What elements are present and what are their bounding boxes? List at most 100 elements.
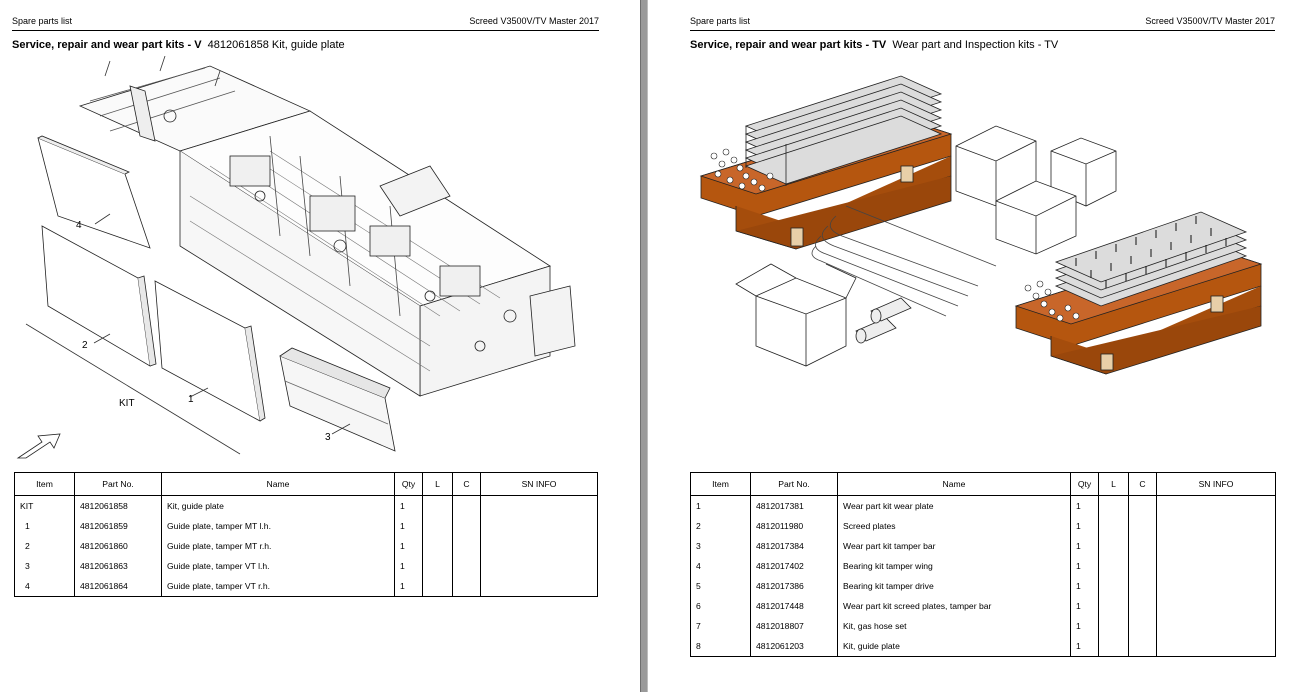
cell-item: 6 (690, 596, 751, 616)
cell-item: 2 (14, 536, 75, 556)
guide-plate-1 (154, 280, 261, 422)
title-section: Service, repair and wear part kits - V (12, 39, 202, 51)
callout-3: 3 (325, 432, 331, 443)
cell-item: 2 (690, 516, 751, 536)
col-header-qty: Qty (1070, 472, 1099, 496)
cell-part-no: 4812017448 (750, 596, 838, 616)
cell-sn-info (480, 495, 598, 516)
cell-qty: 1 (1070, 636, 1099, 657)
cell-item: 8 (690, 636, 751, 657)
cell-c (452, 536, 481, 556)
col-header-sn-info: SN INFO (480, 472, 598, 496)
cell-part-no: 4812017384 (750, 536, 838, 556)
cell-name: Guide plate, tamper VT r.h. (161, 576, 395, 597)
cell-qty: 1 (394, 495, 423, 516)
cell-qty: 1 (1070, 516, 1099, 536)
cell-name: Kit, guide plate (837, 636, 1071, 657)
col-header-sn-info: SN INFO (1156, 472, 1276, 496)
col-header-l: L (1098, 472, 1129, 496)
callout-1: 1 (188, 394, 194, 405)
guide-plate-4 (37, 137, 151, 249)
cell-part-no: 4812061864 (74, 576, 162, 597)
col-header-item: Item (690, 472, 751, 496)
cell-part-no: 4812061858 (74, 495, 162, 516)
cell-item: 1 (14, 516, 75, 536)
cell-sn-info (1156, 636, 1276, 657)
callout-4: 4 (76, 220, 82, 231)
cell-sn-info (1156, 596, 1276, 616)
cardboard-boxes (735, 125, 1117, 367)
cell-l (1098, 516, 1129, 536)
cell-part-no: 4812017386 (750, 576, 838, 596)
cell-name: Bearing kit tamper drive (837, 576, 1071, 596)
callout-kit: KIT (119, 398, 135, 409)
cell-l (1098, 495, 1129, 516)
cell-sn-info (480, 576, 598, 597)
cell-qty: 1 (1070, 596, 1099, 616)
page-header: Spare parts list Screed V3500V/TV Master… (12, 14, 599, 31)
cell-c (452, 556, 481, 576)
cell-c (1128, 636, 1157, 657)
header-doc-type: Spare parts list (690, 16, 751, 26)
title-kit: Wear part and Inspection kits - TV (892, 39, 1059, 51)
cell-c (1128, 596, 1157, 616)
pallet-wear-plates (699, 75, 953, 250)
cell-sn-info (1156, 536, 1276, 556)
cell-part-no: 4812017381 (750, 495, 838, 516)
cell-qty: 1 (1070, 576, 1099, 596)
cell-sn-info (480, 536, 598, 556)
col-header-c: C (452, 472, 481, 496)
cell-c (452, 516, 481, 536)
cell-item: 3 (690, 536, 751, 556)
cell-part-no: 4812017402 (750, 556, 838, 576)
cell-sn-info (1156, 616, 1276, 636)
title-section: Service, repair and wear part kits - TV (690, 39, 887, 51)
cell-sn-info (480, 556, 598, 576)
cell-qty: 1 (1070, 616, 1099, 636)
left-page: Spare parts list Screed V3500V/TV Master… (0, 0, 640, 692)
cell-c (1128, 516, 1157, 536)
page-divider (640, 0, 648, 692)
cell-qty: 1 (394, 536, 423, 556)
guide-plate-exploded-drawing: 4 2 1 3 KIT (16, 56, 576, 459)
col-header-l: L (422, 472, 453, 496)
guide-plate-2 (41, 225, 151, 367)
cell-item: KIT (14, 495, 75, 516)
header-model: Screed V3500V/TV Master 2017 (469, 16, 599, 26)
cell-part-no: 4812061859 (74, 516, 162, 536)
cell-part-no: 4812061863 (74, 556, 162, 576)
direction-arrow (16, 433, 61, 459)
tamper-bars (855, 297, 912, 344)
cell-part-no: 4812061860 (74, 536, 162, 556)
col-header-part-no: Part No. (74, 472, 162, 496)
pallet-screed-plates (1014, 211, 1263, 375)
cell-sn-info (1156, 516, 1276, 536)
cell-l (422, 495, 453, 516)
header-model: Screed V3500V/TV Master 2017 (1145, 16, 1275, 26)
cell-name: Guide plate, tamper MT l.h. (161, 516, 395, 536)
cell-qty: 1 (1070, 495, 1099, 516)
cell-qty: 1 (394, 516, 423, 536)
page-header: Spare parts list Screed V3500V/TV Master… (690, 14, 1275, 31)
cell-name: Wear part kit tamper bar (837, 536, 1071, 556)
cell-c (1128, 576, 1157, 596)
cell-l (422, 556, 453, 576)
cell-l (1098, 556, 1129, 576)
cell-name: Kit, gas hose set (837, 616, 1071, 636)
cell-c (1128, 616, 1157, 636)
screed-frame-illustration (78, 56, 576, 397)
cell-l (1098, 636, 1129, 657)
cell-sn-info (1156, 556, 1276, 576)
title-kit: 4812061858 Kit, guide plate (207, 39, 345, 51)
cell-l (1098, 616, 1129, 636)
